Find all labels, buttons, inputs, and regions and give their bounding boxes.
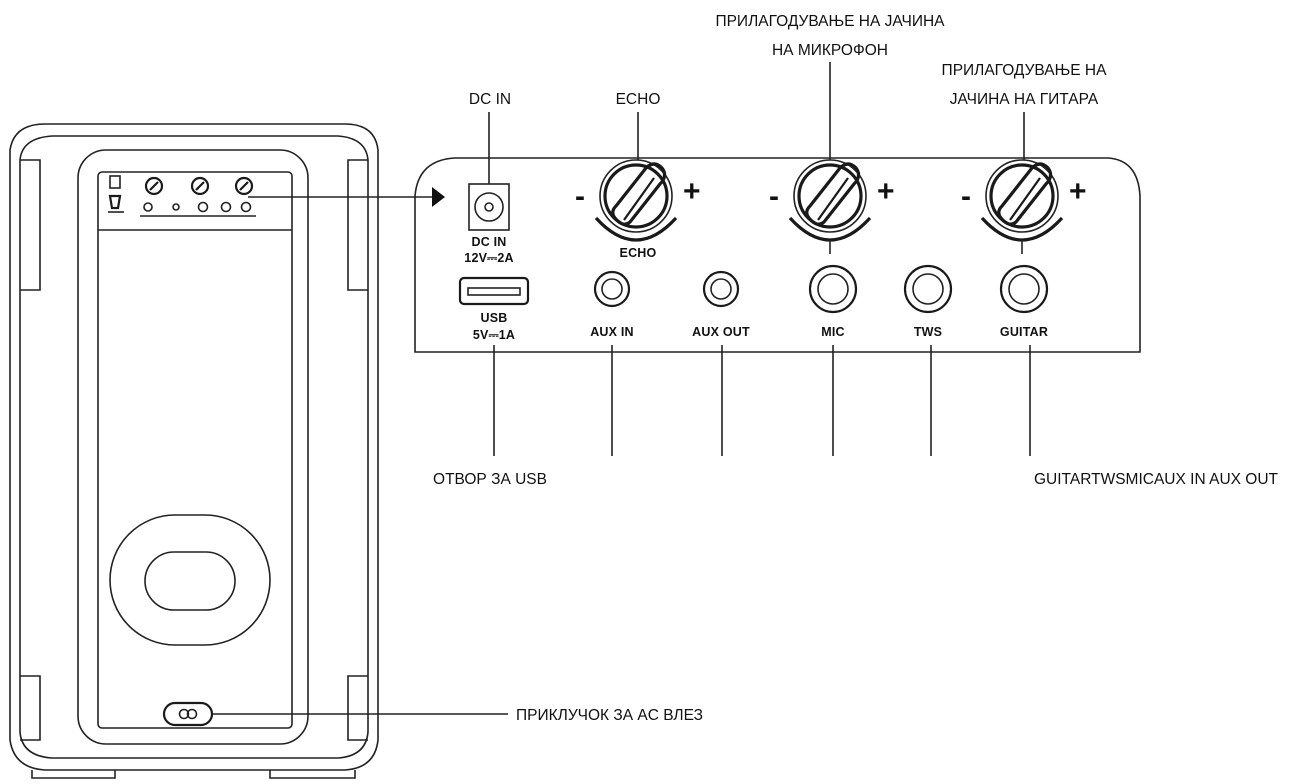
guitar-volume-callout-line2: ЈАЧИНА НА ГИТАРА (950, 91, 1099, 108)
dc-in-callout: DC IN (469, 91, 511, 108)
mic-jack: MIC (808, 264, 858, 339)
speaker-rear-view (9, 123, 508, 779)
guitar-volume-knob: - + (961, 159, 1087, 254)
echo-plus: + (683, 175, 701, 208)
control-panel-zoom: DC IN 12V⎓2A USB 5V⎓1A - + ECHO (414, 157, 1141, 353)
mic-minus: - (769, 180, 779, 213)
mic-volume-callout-line1: ПРИЛАГОДУВАЊЕ НА ЈАЧИНА (715, 13, 945, 30)
usb-port-callout: ОТВОР ЗА USB (433, 471, 547, 488)
mic-plus: + (877, 175, 895, 208)
guitar-volume-callout-line1: ПРИЛАГОДУВАЊЕ НА (942, 62, 1108, 79)
mini-control-panel (108, 175, 256, 217)
usb-rating: 5V⎓1A (473, 328, 515, 342)
echo-minus: - (575, 180, 585, 213)
aux-in-jack: AUX IN (590, 270, 634, 339)
dc-in-rating: 12V⎓2A (464, 251, 513, 265)
tws-label: TWS (914, 325, 942, 339)
pointer-arrow (432, 187, 445, 207)
mic-volume-callout-line2: НА МИКРОФОН (772, 42, 888, 59)
ac-input-callout: ПРИКЛУЧОК ЗА AC ВЛЕЗ (516, 707, 703, 724)
usb-port: USB 5V⎓1A (458, 276, 530, 342)
guitar-minus: - (961, 180, 971, 213)
echo-callout: ECHO (616, 91, 661, 108)
dc-in-label: DC IN (471, 235, 506, 249)
guitar-jack: GUITAR (999, 264, 1049, 339)
guitar-label: GUITAR (1000, 325, 1048, 339)
mic-volume-knob: - + (769, 159, 895, 254)
tws-jack: TWS (903, 264, 953, 339)
dc-in-jack: DC IN 12V⎓2A (464, 183, 514, 265)
aux-out-jack: AUX OUT (692, 270, 750, 339)
mic-label: MIC (821, 325, 845, 339)
aux-out-label: AUX OUT (692, 325, 750, 339)
ac-socket (162, 701, 214, 727)
leader-lines (488, 62, 1031, 456)
usb-label: USB (481, 311, 508, 325)
guitar-plus: + (1069, 175, 1087, 208)
aux-in-label: AUX IN (590, 325, 634, 339)
callout-labels: ПРИЛАГОДУВАЊЕ НА ЈАЧИНА НА МИКРОФОН ПРИЛ… (433, 13, 1278, 724)
echo-panel-label: ECHO (620, 246, 657, 260)
jacks-row-callout: GUITARTWSMICAUX IN AUX OUT (1034, 471, 1279, 488)
handle-recess (109, 514, 271, 646)
echo-knob: - + ECHO (575, 159, 701, 260)
